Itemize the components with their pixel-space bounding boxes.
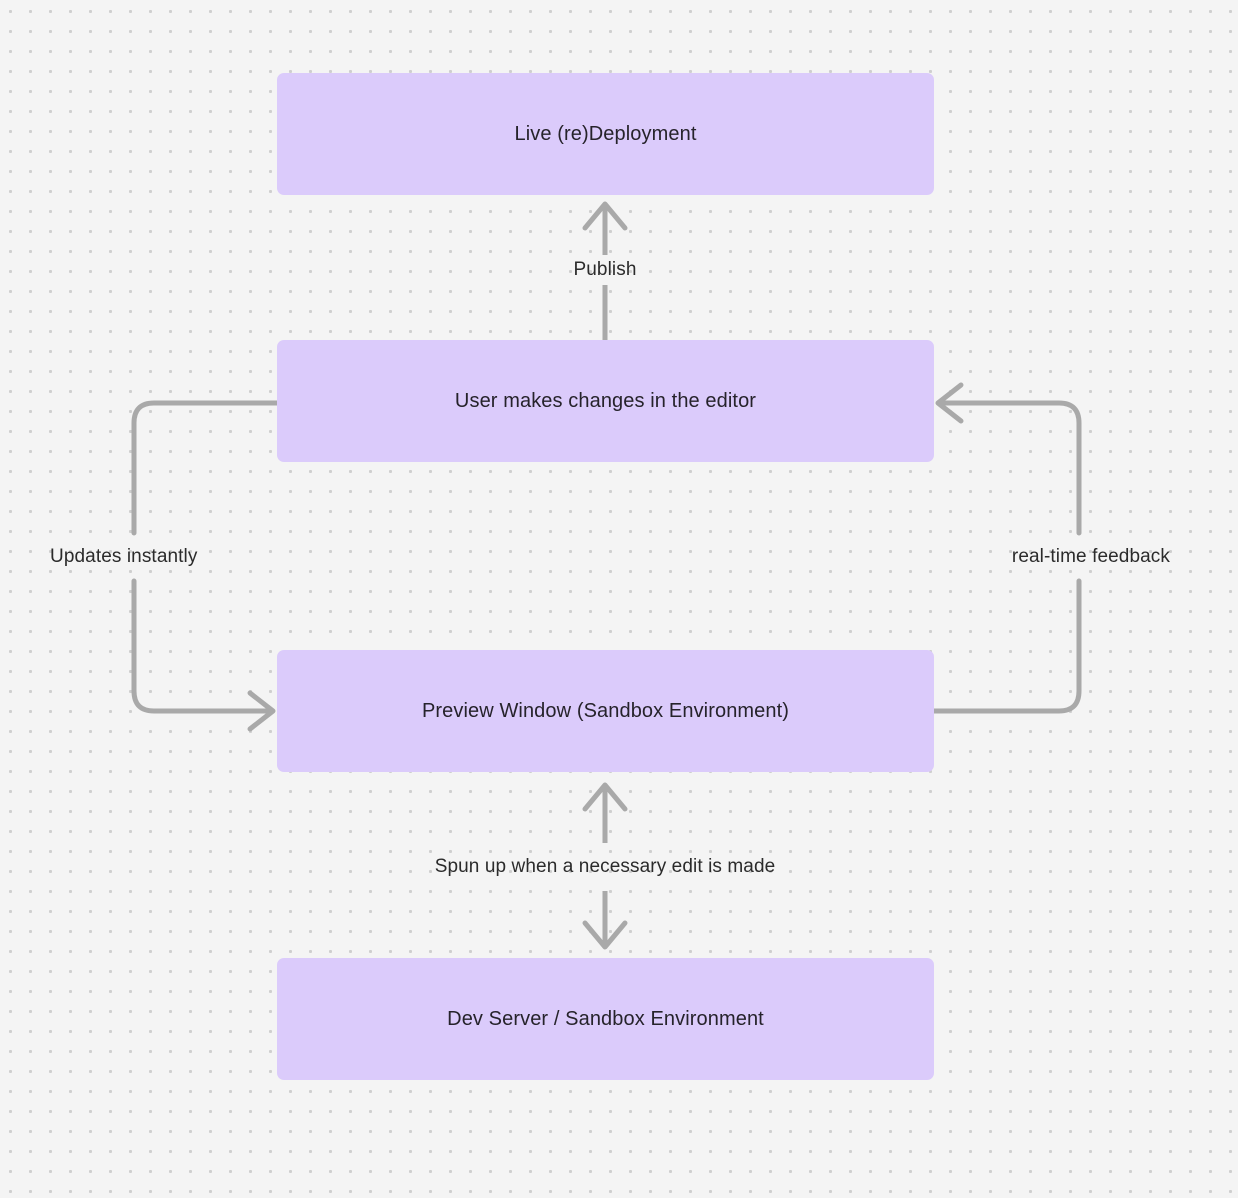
node-preview-window[interactable]: Preview Window (Sandbox Environment) <box>277 650 934 772</box>
node-label: Dev Server / Sandbox Environment <box>447 1007 764 1030</box>
node-user-edits[interactable]: User makes changes in the editor <box>277 340 934 462</box>
node-label: Preview Window (Sandbox Environment) <box>421 699 790 722</box>
edge-label-real-time-feedback: real-time feedback <box>1011 546 1170 567</box>
node-label: Live (re)Deployment <box>514 122 697 145</box>
node-label: User makes changes in the editor <box>454 389 757 412</box>
node-live-deployment[interactable]: Live (re)Deployment <box>277 73 934 195</box>
edge-label-publish: Publish <box>573 259 637 280</box>
edge-label-updates-instantly: Updates instantly <box>50 546 198 567</box>
edge-label-spun-up: Spun up when a necessary edit is made <box>434 856 776 877</box>
node-dev-server[interactable]: Dev Server / Sandbox Environment <box>277 958 934 1080</box>
